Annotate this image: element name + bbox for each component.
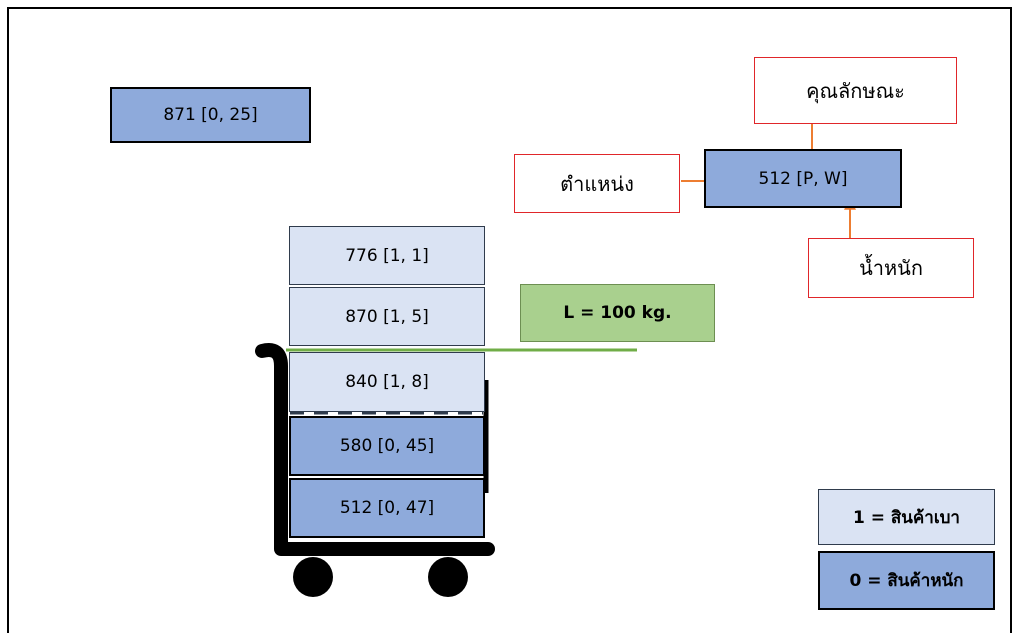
stack-item-2: 870 [1, 5]: [289, 287, 485, 346]
item-box-free: 871 [0, 25]: [110, 87, 311, 143]
legend-heavy: 0 = สินค้าหนัก: [818, 551, 995, 610]
weight-label: น้ำหนัก: [808, 238, 974, 298]
stack-item-3: 840 [1, 8]: [289, 352, 485, 412]
stack-item-1: 776 [1, 1]: [289, 226, 485, 285]
position-label: ตำแหน่ง: [514, 154, 680, 213]
stack-item-5: 512 [0, 47]: [289, 478, 485, 538]
legend-light: 1 = สินค้าเบา: [818, 489, 995, 545]
diagram-frame: [7, 7, 1012, 633]
trolley-wheel-right: [428, 557, 468, 597]
example-node: 512 [P, W]: [704, 149, 902, 208]
attribute-label: คุณลักษณะ: [754, 57, 957, 124]
load-limit-box: L = 100 kg.: [520, 284, 715, 342]
stack-item-4: 580 [0, 45]: [289, 416, 485, 476]
trolley-icon: [255, 343, 495, 597]
trolley-wheel-left: [293, 557, 333, 597]
